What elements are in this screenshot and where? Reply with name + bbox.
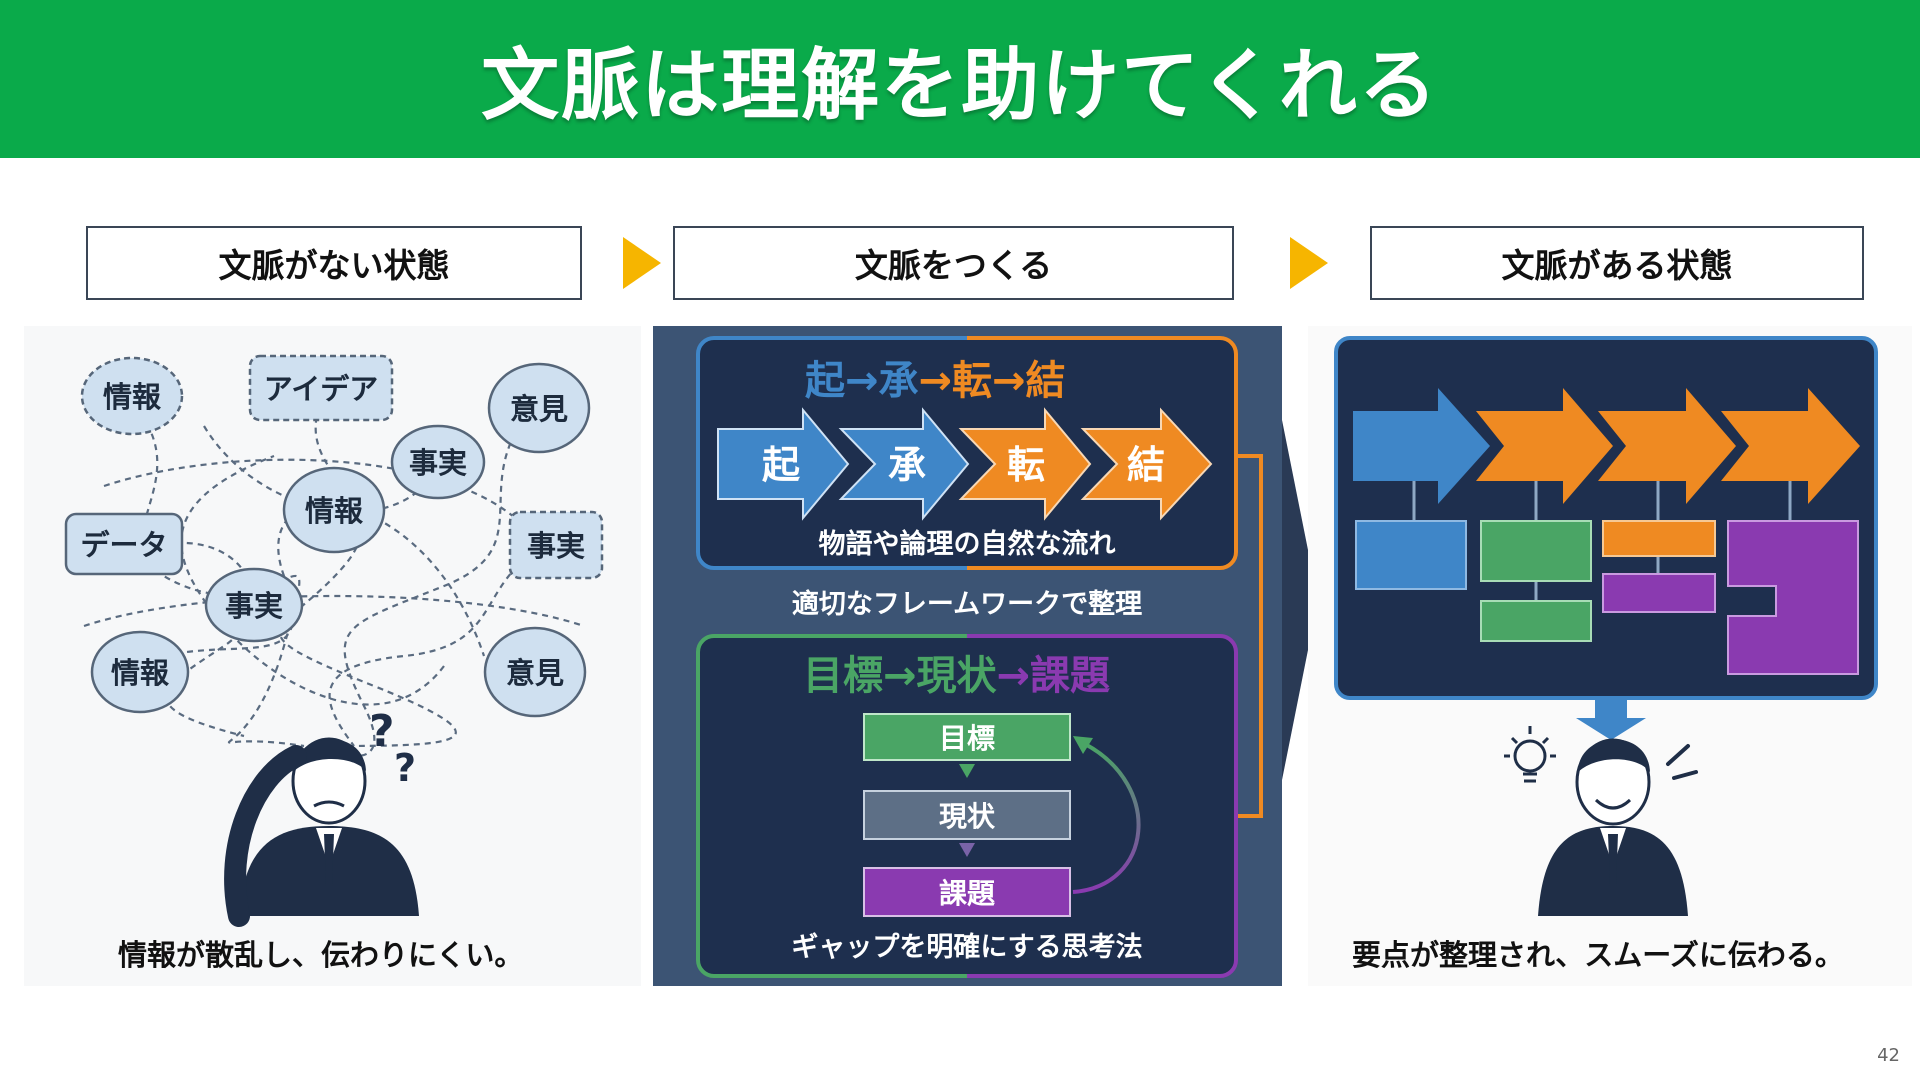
structured-diagram [1334, 336, 1878, 916]
framework1-subtitle: 物語や論理の自然な流れ [819, 528, 1116, 560]
bubble-text: 情報 [103, 380, 162, 414]
down-arrow-icon [959, 843, 975, 857]
bubble-text: 事実 [409, 446, 467, 480]
framework2-subtitle: ギャップを明確にする思考法 [791, 931, 1142, 963]
current-box: 現状 [863, 790, 1071, 840]
bubble-text: 意見 [510, 392, 568, 426]
loop-arrowhead-icon [1073, 736, 1093, 754]
flow-arrow-orange-icon [1476, 388, 1613, 504]
confused-person-icon: ? ? [224, 706, 419, 927]
step-arrow-ketsu: 結 [1080, 407, 1213, 521]
bubble-fact-3: 事実 [204, 567, 304, 643]
bubble-opinion-2: 意見 [483, 626, 587, 718]
label-make-context: 文脈をつくる [673, 226, 1234, 300]
step-arrow-shou: 承 [838, 407, 970, 521]
slide-header: 文脈は理解を助けてくれる [0, 0, 1920, 158]
bubble-idea: アイデア [248, 354, 394, 422]
svg-text:?: ? [394, 746, 416, 790]
bubble-fact-1: 事実 [390, 424, 486, 500]
flow-arrow-orange-icon [1598, 388, 1736, 504]
kishoutenketsu-heading: 起→承→転→結 [805, 358, 1066, 404]
block-blue [1355, 520, 1467, 590]
flow-arrow-blue-icon [1353, 388, 1490, 504]
step-arrow-ki: 起 [717, 407, 850, 521]
caption-no-context: 情報が散乱し、伝わりにくい。 [118, 938, 524, 972]
bubble-text: アイデア [264, 372, 379, 406]
down-arrow-icon [1576, 698, 1646, 740]
tangled-lines-illustration: 情報 アイデア 意見 事実 情報 データ 事実 事実 [64, 354, 604, 927]
bubble-opinion-1: 意見 [487, 362, 591, 454]
svg-text:起: 起 [762, 443, 801, 487]
bubble-text: 意見 [506, 656, 564, 690]
step-arrow-ten: 転 [958, 407, 1092, 521]
bubble-data: データ [64, 512, 184, 576]
no-context-illustration: 情報 アイデア 意見 事実 情報 データ 事実 事実 [24, 326, 641, 986]
framework-caption: 適切なフレームワークで整理 [792, 588, 1142, 620]
svg-text:結: 結 [1127, 443, 1165, 487]
svg-text:承: 承 [888, 443, 926, 487]
bubble-text: 事実 [225, 589, 283, 623]
page-number: 42 [1877, 1045, 1900, 1066]
svg-text:現状: 現状 [939, 800, 996, 833]
bubble-info-1: 情報 [80, 356, 184, 436]
svg-text:目標: 目標 [939, 722, 995, 755]
make-context-illustration: 起→承→転→結 起 承 転 結 物語や論理の自然な流れ 適切なフレームワークで整… [653, 326, 1282, 986]
with-context-illustration [1308, 326, 1912, 986]
flow-arrow-icon [623, 237, 661, 289]
flow-arrow-orange-icon [1721, 388, 1860, 504]
svg-text:?: ? [369, 706, 395, 757]
goal-gap-heading: 目標→現状→課題 [803, 653, 1110, 699]
label-with-context: 文脈がある状態 [1370, 226, 1864, 300]
slide-title: 文脈は理解を助けてくれる [481, 41, 1439, 131]
bubble-text: 事実 [527, 529, 585, 563]
svg-text:課題: 課題 [939, 877, 996, 910]
down-arrow-icon [959, 764, 975, 778]
block-orange [1602, 520, 1716, 557]
block-purple-small [1602, 573, 1716, 613]
framework-diagram: 起→承→転→結 起 承 転 結 物語や論理の自然な流れ 適切なフレームワークで整… [696, 336, 1263, 978]
bubble-info-3: 情報 [90, 630, 190, 714]
bubble-text: 情報 [111, 656, 170, 690]
goal-box: 目標 [863, 713, 1071, 761]
transition-chevron-icon [1282, 420, 1318, 780]
label-no-context: 文脈がない状態 [86, 226, 582, 300]
caption-with-context: 要点が整理され、スムーズに伝わる。 [1352, 938, 1844, 972]
block-green [1480, 520, 1592, 582]
block-green-small [1480, 600, 1592, 642]
lightbulb-icon [1504, 726, 1556, 783]
bubble-text: データ [80, 528, 167, 562]
label-no-context-text: 文脈がない状態 [218, 246, 450, 285]
bubble-info-2: 情報 [282, 466, 386, 554]
label-make-context-text: 文脈をつくる [854, 246, 1053, 285]
block-purple-large [1727, 520, 1859, 675]
bubble-fact-2: 事実 [508, 510, 604, 580]
happy-person-icon [1538, 738, 1698, 916]
bubble-text: 情報 [305, 494, 364, 528]
loop-arrow-icon [1072, 742, 1141, 894]
label-with-context-text: 文脈がある状態 [1501, 246, 1733, 285]
svg-text:転: 転 [1007, 443, 1045, 487]
flow-arrow-icon [1290, 237, 1328, 289]
issue-box: 課題 [863, 867, 1071, 917]
